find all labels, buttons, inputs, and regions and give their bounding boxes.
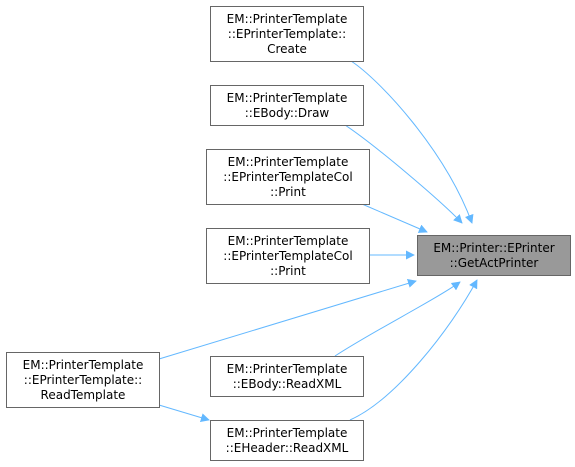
- node-label-line: ::EPrinterTemplate::: [24, 373, 142, 387]
- edge-ebody_draw-to-get_act_printer: [344, 124, 463, 224]
- node-label-line: ::EPrinterTemplate::: [228, 27, 346, 41]
- node-label-line: ::EHeader::ReadXML: [226, 441, 349, 455]
- node-col_print_1[interactable]: EM::PrinterTemplate::EPrinterTemplateCol…: [206, 149, 370, 205]
- node-label-line: EM::PrinterTemplate: [227, 362, 348, 376]
- node-label-line: EM::PrinterTemplate: [228, 155, 349, 169]
- node-label-line: EM::PrinterTemplate: [23, 358, 144, 372]
- edge-read_template-to-get_act_printer: [158, 279, 417, 360]
- node-create[interactable]: EM::PrinterTemplate::EPrinterTemplate::C…: [210, 6, 364, 62]
- edges-layer: [158, 60, 478, 422]
- edge-ebody_readxml-to-get_act_printer: [334, 281, 461, 357]
- node-label-line: ::EPrinterTemplateCol: [223, 170, 352, 184]
- node-label-line: ::EBody::ReadXML: [233, 377, 342, 391]
- edge-read_template-to-eheader_readxml: [158, 404, 210, 422]
- node-label-line: EM::PrinterTemplate: [227, 91, 348, 105]
- node-label-line: ::EBody::Draw: [245, 106, 330, 120]
- node-box: [210, 356, 364, 397]
- node-box: [210, 420, 364, 461]
- target-node-get_act_printer[interactable]: EM::Printer::EPrinter::GetActPrinter: [417, 235, 571, 276]
- node-label-line: Create: [267, 42, 307, 56]
- node-ebody_draw[interactable]: EM::PrinterTemplate::EBody::Draw: [210, 85, 364, 126]
- edge-col_print_1-to-get_act_printer: [361, 203, 428, 233]
- node-eheader_readxml[interactable]: EM::PrinterTemplate::EHeader::ReadXML: [210, 420, 364, 461]
- node-col_print_2[interactable]: EM::PrinterTemplate::EPrinterTemplateCol…: [206, 228, 370, 284]
- node-label-line: ReadTemplate: [41, 388, 126, 402]
- node-box: [210, 6, 364, 62]
- node-label-line: ::Print: [270, 185, 306, 199]
- node-box: [206, 228, 370, 284]
- edge-create-to-get_act_printer: [350, 60, 474, 224]
- node-label-line: ::EPrinterTemplateCol: [223, 249, 352, 263]
- node-label-line: ::Print: [270, 264, 306, 278]
- node-label-line: EM::PrinterTemplate: [227, 12, 348, 26]
- node-label-line: EM::PrinterTemplate: [227, 426, 348, 440]
- node-label-line: ::GetActPrinter: [450, 256, 539, 270]
- node-box: [6, 352, 160, 408]
- node-label-line: EM::Printer::EPrinter: [433, 241, 554, 255]
- node-label-line: EM::PrinterTemplate: [228, 234, 349, 248]
- node-box: [210, 85, 364, 126]
- nodes-layer: EM::PrinterTemplate::EPrinterTemplate::C…: [6, 6, 571, 461]
- edge-eheader_readxml-to-get_act_printer: [349, 279, 478, 421]
- node-read_template[interactable]: EM::PrinterTemplate::EPrinterTemplate::R…: [6, 352, 160, 408]
- node-box: [417, 235, 571, 276]
- node-box: [206, 149, 370, 205]
- node-ebody_readxml[interactable]: EM::PrinterTemplate::EBody::ReadXML: [210, 356, 364, 397]
